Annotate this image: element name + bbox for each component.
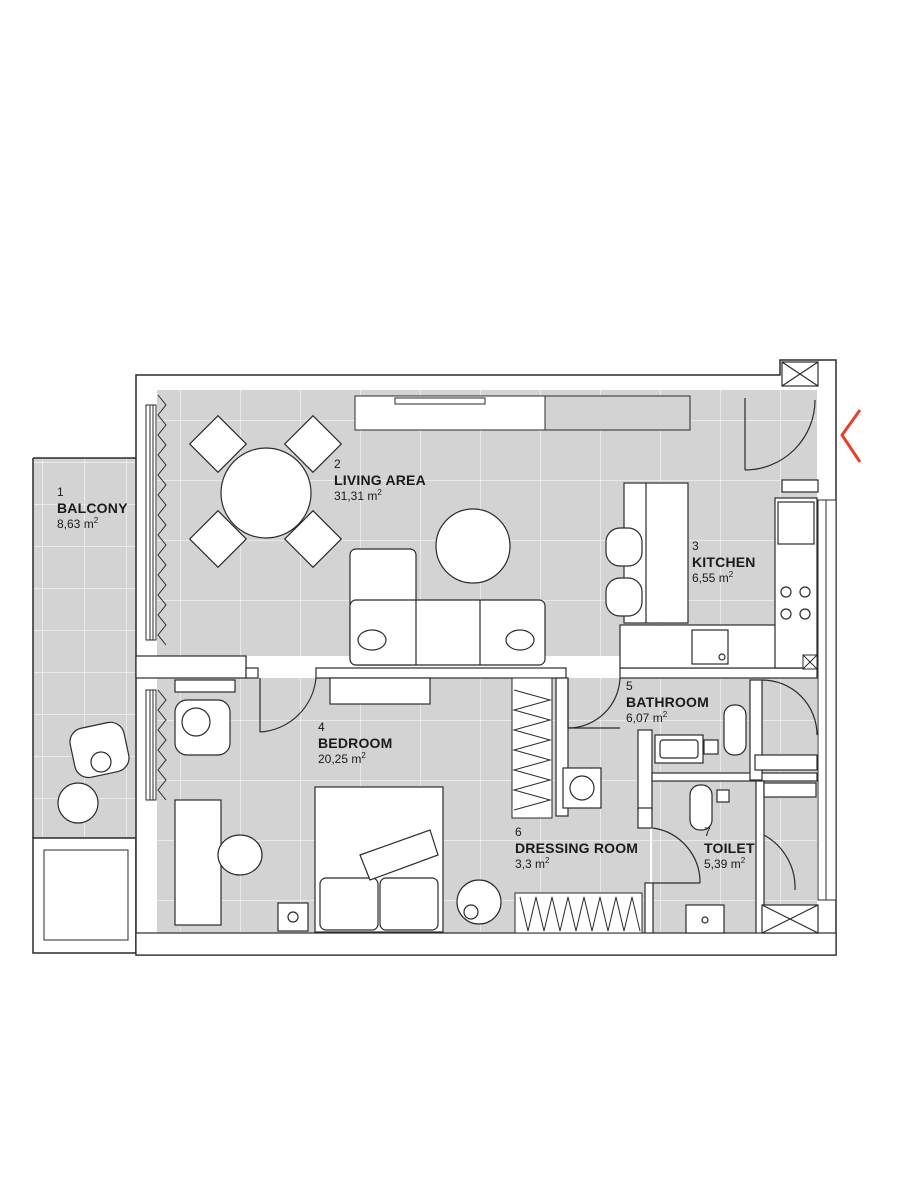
toilet-icon [685, 704, 747, 934]
kitchen-counter [619, 497, 818, 669]
room-number: 4 [318, 720, 325, 734]
room-label-kitchen: 3 KITCHEN 6,55 m2 [692, 539, 756, 586]
armchair-icon [57, 699, 231, 824]
washing-machine-icon [562, 767, 602, 809]
dressing-door [652, 827, 701, 884]
balcony-area [32, 457, 137, 954]
room-name: KITCHEN [692, 553, 756, 570]
room-area: 3,3 m2 [515, 855, 550, 871]
room-label-bathroom: 5 BATHROOM 6,07 m2 [626, 679, 709, 726]
interior-walls [135, 655, 837, 956]
room-name: TOILET [704, 839, 755, 856]
bathroom-fixtures [654, 679, 818, 771]
sink-icon [691, 629, 729, 665]
wardrobe [511, 677, 643, 934]
room-label-toilet: 7 TOILET 5,39 m2 [704, 825, 755, 872]
room-area: 6,55 m2 [692, 569, 734, 585]
room-number: 5 [626, 679, 633, 693]
shaft-icon [802, 654, 818, 670]
room-label-dressing: 6 DRESSING ROOM 3,3 m2 [515, 825, 639, 872]
bedroom-furniture [174, 677, 431, 926]
coffee-table [435, 508, 511, 584]
room-number: 1 [57, 485, 64, 499]
kitchen-island [605, 482, 689, 624]
room-area: 20,25 m2 [318, 750, 366, 766]
bedroom-door [259, 677, 317, 733]
room-area: 6,07 m2 [626, 709, 668, 725]
room-label-bedroom: 4 BEDROOM 20,25 m2 [318, 720, 393, 767]
hob-icon [780, 586, 811, 620]
sofa-icon [349, 548, 546, 666]
room-number: 7 [704, 825, 711, 839]
entrance-arrow-icon [840, 409, 862, 463]
entrance-door [744, 361, 819, 493]
room-area: 31,31 m2 [334, 487, 382, 503]
room-number: 2 [334, 457, 341, 471]
room-name: BATHROOM [626, 693, 709, 710]
room-number: 3 [692, 539, 699, 553]
room-name: DRESSING ROOM [515, 839, 639, 856]
room-number: 6 [515, 825, 522, 839]
room-name: BEDROOM [318, 734, 393, 751]
room-name: LIVING AREA [334, 471, 426, 488]
bathroom-door [567, 677, 621, 729]
windows [145, 394, 837, 901]
bed-icon [277, 786, 502, 933]
dining-table [188, 414, 343, 569]
room-name: BALCONY [57, 499, 128, 516]
toilet-door [761, 782, 819, 934]
room-label-living: 2 LIVING AREA 31,31 m2 [334, 457, 426, 504]
room-area: 8,63 m2 [57, 515, 99, 531]
tv-unit [354, 395, 691, 431]
room-label-balcony: 1 BALCONY 8,63 m2 [57, 485, 128, 532]
room-area: 5,39 m2 [704, 855, 746, 871]
